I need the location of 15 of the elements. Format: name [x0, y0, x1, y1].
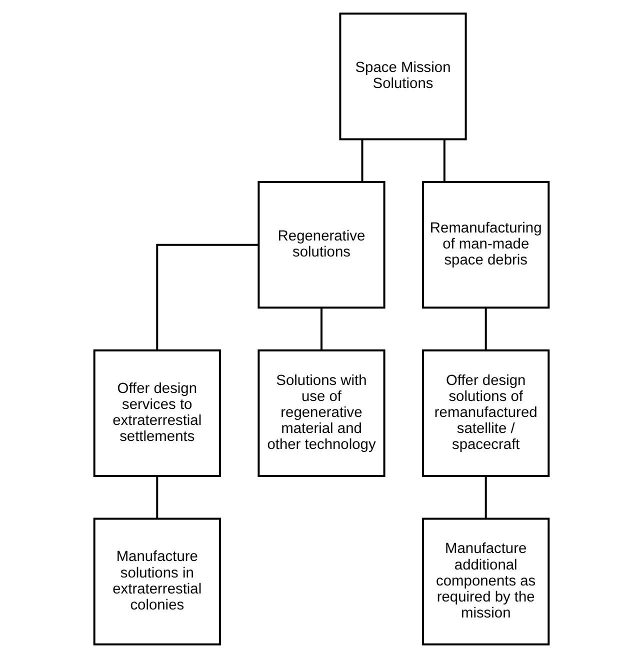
node-box: Manufacture additional components as required by the mission — [422, 518, 550, 646]
node-box: Remanufacturing of man-made space debris — [422, 181, 550, 309]
node-box: Space Mission Solutions — [338, 12, 466, 140]
connector — [320, 308, 322, 350]
node-box: Solutions with use of regenerative material and other technology — [257, 349, 385, 477]
node-box: Manufacture solutions in extraterrestial colonies — [92, 518, 220, 646]
node-box: Offer design solutions of remanufactured satellite / spacecraft — [422, 349, 550, 477]
connector — [156, 244, 258, 350]
connector — [156, 476, 158, 519]
node-box: Offer design services to extraterrestial settlements — [92, 349, 220, 477]
connector — [442, 140, 445, 182]
connector — [484, 308, 486, 350]
connector — [484, 476, 486, 519]
connector — [360, 140, 363, 182]
node-box: Regenerative solutions — [257, 181, 385, 309]
